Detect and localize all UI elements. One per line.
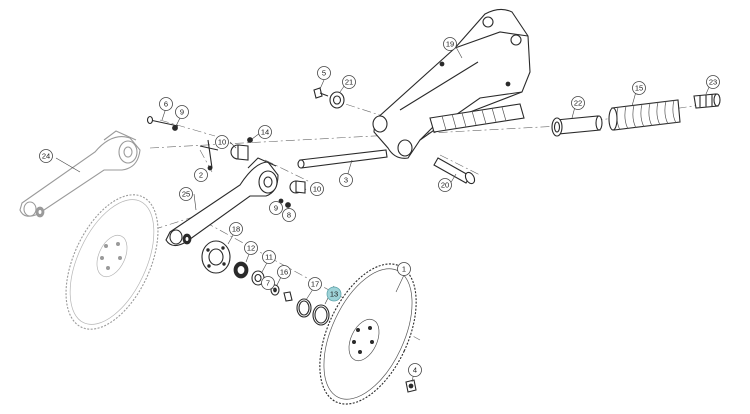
- callout-label: 4: [413, 366, 417, 375]
- rear-disc[interactable]: [47, 181, 177, 344]
- callout-label: 9: [180, 108, 184, 117]
- callout-20[interactable]: 20: [438, 178, 452, 192]
- callout-17[interactable]: 17: [308, 277, 322, 291]
- rod[interactable]: [297, 149, 388, 169]
- sleeve[interactable]: [551, 115, 603, 137]
- seal-ring-13[interactable]: [312, 304, 330, 326]
- front-arm[interactable]: [165, 157, 279, 247]
- callout-label: 15: [635, 84, 643, 93]
- spacer-11[interactable]: [251, 270, 265, 286]
- callout-9-lower[interactable]: 9: [269, 201, 283, 215]
- callout-label: 20: [441, 181, 449, 190]
- callout-label: 25: [182, 190, 190, 199]
- callout-10-lower[interactable]: 10: [310, 182, 324, 196]
- spring[interactable]: [608, 99, 681, 131]
- callout-label: 16: [280, 268, 288, 277]
- callout-23[interactable]: 23: [706, 75, 720, 89]
- damper[interactable]: [429, 103, 525, 133]
- callout-18[interactable]: 18: [229, 222, 243, 236]
- rear-arm[interactable]: [19, 130, 141, 218]
- callout-7[interactable]: 7: [261, 276, 275, 290]
- pin-2[interactable]: [199, 139, 219, 171]
- callout-label: 3: [344, 176, 348, 185]
- callout-label: 11: [265, 253, 273, 262]
- callout-label: 19: [446, 40, 454, 49]
- callout-label: 23: [709, 78, 717, 87]
- callout-9-upper[interactable]: 9: [175, 105, 189, 119]
- main-frame[interactable]: [372, 8, 531, 159]
- callout-19[interactable]: 19: [443, 37, 457, 51]
- callout-5[interactable]: 5: [317, 66, 331, 80]
- small-bolt[interactable]: [313, 87, 329, 99]
- callout-label: 2: [199, 171, 203, 180]
- fastener-14[interactable]: [247, 137, 253, 143]
- bushing-10-upper[interactable]: [230, 144, 249, 161]
- bolt-6[interactable]: [146, 115, 179, 127]
- callout-24[interactable]: 24: [39, 149, 53, 163]
- callout-label: 21: [345, 78, 353, 87]
- bearing-12[interactable]: [233, 261, 249, 279]
- callout-3[interactable]: 3: [339, 173, 353, 187]
- callout-label: 10: [218, 138, 226, 147]
- callout-label: 1: [402, 265, 406, 274]
- bushing[interactable]: [329, 91, 345, 109]
- callout-label: 22: [574, 99, 582, 108]
- callout-16[interactable]: 16: [277, 265, 291, 279]
- nut-7[interactable]: [283, 291, 293, 302]
- callout-label: 6: [164, 100, 168, 109]
- callout-12[interactable]: 12: [244, 241, 258, 255]
- end-cap[interactable]: [693, 93, 721, 109]
- callout-11[interactable]: 11: [262, 250, 276, 264]
- callout-13-highlighted[interactable]: 13: [326, 286, 342, 302]
- hub[interactable]: [201, 240, 231, 274]
- callout-label: 12: [247, 244, 255, 253]
- callout-label: 9: [274, 204, 278, 213]
- callout-6[interactable]: 6: [159, 97, 173, 111]
- callout-4[interactable]: 4: [408, 363, 422, 377]
- callout-label: 13: [330, 290, 338, 299]
- bolt-4[interactable]: [405, 379, 417, 393]
- callout-label: 7: [266, 279, 270, 288]
- callout-label: 17: [311, 280, 319, 289]
- front-disc[interactable]: [300, 249, 436, 414]
- callout-25[interactable]: 25: [179, 187, 193, 201]
- callout-15[interactable]: 15: [632, 81, 646, 95]
- callout-8[interactable]: 8: [282, 208, 296, 222]
- callout-label: 8: [287, 211, 291, 220]
- bushing-10-lower[interactable]: [289, 180, 306, 194]
- callout-1[interactable]: 1: [397, 262, 411, 276]
- washer-9b[interactable]: [278, 198, 284, 204]
- callout-14[interactable]: 14: [258, 125, 272, 139]
- pin[interactable]: [433, 157, 476, 185]
- o-ring-17[interactable]: [296, 298, 312, 318]
- callout-label: 10: [313, 185, 321, 194]
- callout-22[interactable]: 22: [571, 96, 585, 110]
- callout-10-upper[interactable]: 10: [215, 135, 229, 149]
- callout-label: 5: [322, 69, 326, 78]
- callout-label: 18: [232, 225, 240, 234]
- callout-label: 14: [261, 128, 269, 137]
- fastener-8[interactable]: [285, 202, 291, 208]
- washer-9[interactable]: [172, 125, 178, 131]
- callout-21[interactable]: 21: [342, 75, 356, 89]
- callout-2[interactable]: 2: [194, 168, 208, 182]
- callout-label: 24: [42, 152, 50, 161]
